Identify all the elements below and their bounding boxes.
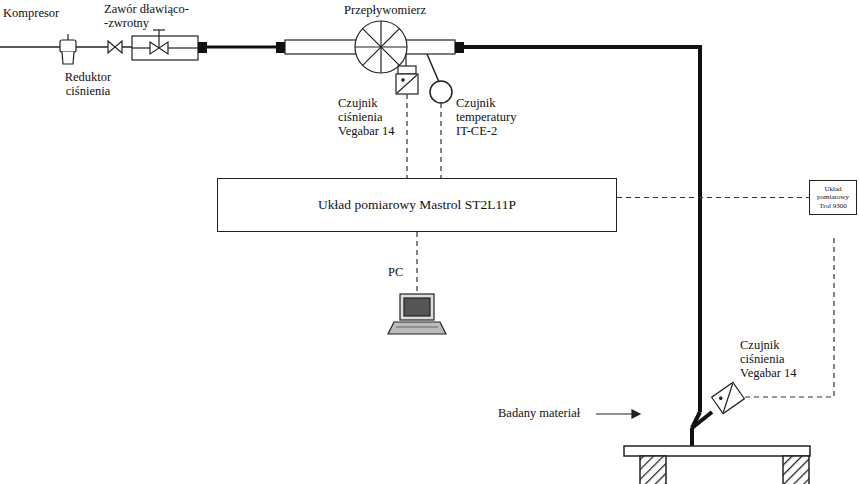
pipe-fitting: [455, 42, 464, 53]
sensor-label: Czujnik temperatury IT-CE-2: [456, 96, 528, 138]
component-label: Zawór dławiąco- -zwrotny: [104, 2, 196, 30]
tested-material: [624, 446, 810, 484]
pressure-sensor: [396, 54, 418, 94]
box-text: Układ pomiarowy Trol 9300: [813, 185, 853, 211]
y-connector: [692, 412, 712, 446]
air-line: [122, 46, 132, 48]
material-label: Badany materiał: [498, 406, 594, 420]
pipe: [207, 46, 276, 49]
pressure-reducer: [60, 34, 76, 64]
signal-connector: [617, 197, 809, 198]
component-label: Przepływomierz: [330, 3, 440, 17]
leader-arrow: [596, 410, 640, 418]
box-text: Układ pomiarowy Mastrol ST2L11P: [318, 197, 516, 213]
temperature-sensor: [427, 54, 452, 103]
air-line: [0, 46, 60, 48]
pc-icon: [388, 294, 446, 334]
pressure-sensor: [712, 382, 745, 413]
pipe-fitting: [198, 42, 207, 53]
shutoff-valve: [108, 41, 122, 53]
signal-line: [407, 94, 834, 397]
computer-label: PC: [388, 265, 412, 279]
sensor-label: Czujnik ciśnienia Vegabar 14: [338, 96, 402, 138]
component-label: Reduktor ciśnienia: [56, 70, 120, 98]
measurement-unit-box: Układ pomiarowy Mastrol ST2L11P: [217, 178, 617, 232]
throttle-check-valve: [132, 30, 198, 60]
flowmeter-rotor: [355, 21, 407, 73]
air-line: [76, 46, 108, 48]
pipe-fitting: [276, 42, 285, 53]
sensor-label: Czujnik ciśnienia Vegabar 14: [740, 338, 804, 380]
measurement-unit-box: Układ pomiarowy Trol 9300: [809, 180, 857, 215]
component-label: Kompresor: [3, 6, 83, 20]
